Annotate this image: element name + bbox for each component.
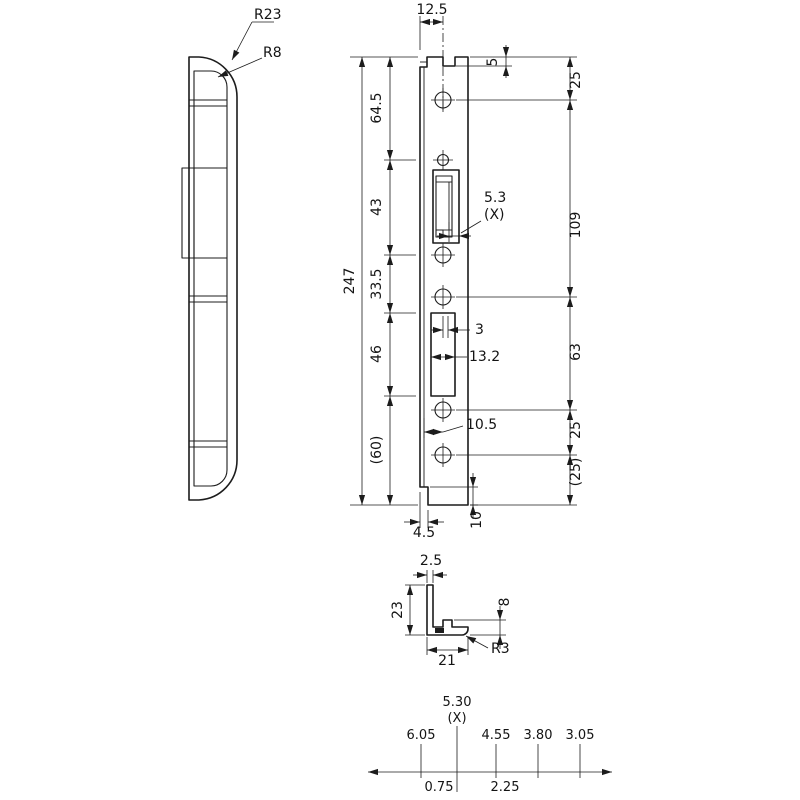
scale-tick-label: 3.05 [566,728,595,743]
scale-center-label: 5.30 [443,695,472,710]
section-thickness-label: 2.5 [420,553,442,569]
dim-label: (60) [369,436,385,465]
hole-offset-label: 10.5 [466,417,497,433]
r3-leader-arrow [465,635,489,649]
top-width-label: 12.5 [416,2,447,18]
side-latch-box [181,167,195,259]
adjust-ref-label: (X) [484,207,505,223]
dim-label: 43 [369,198,385,216]
section-height-label: 23 [390,601,406,619]
scale-tick-label: 6.05 [407,728,436,743]
dim-label: 33.5 [369,268,385,299]
section-radius-label: R3 [491,641,510,657]
latch-opening [432,169,460,244]
section-view: 2.5 23 8 21 R3 [390,553,513,669]
latch-insert [435,175,453,238]
bottom-step-width-dim: 4.5 [404,492,444,541]
hole-offset-dim: 10.5 [423,417,497,438]
dim-label: 25 [568,421,584,439]
scale-center-ref-label: (X) [447,711,466,726]
bolt-offset-dim: 3 [431,316,484,338]
section-weld-detail [435,628,444,633]
left-dimension-chain: 64.5 43 33.5 46 (60) 247 [342,56,418,506]
total-height-label: 247 [342,268,358,295]
section-lip-label: 8 [497,598,513,607]
r23-label: R23 [254,7,282,23]
side-profile-inner-contour [193,70,228,487]
r8-leader-arrow [217,57,263,78]
dim-label: 25 [568,71,584,89]
leader-line [442,425,464,433]
dim-label: (25) [568,458,584,487]
scale-span-label: 2.25 [491,780,520,795]
front-view: 12.5 5 64.5 43 33.5 46 (60) 247 [342,2,584,541]
scale-tick-label: 4.55 [482,728,511,743]
dim-label: 46 [369,345,385,363]
section-width-label: 21 [438,653,456,669]
screw-holes [431,88,455,467]
adjustment-scale: 5.30 (X) 6.05 4.55 3.80 3.05 0.75 2.25 [368,695,612,795]
bottom-step-height-dim: 10 [430,473,485,529]
dim-label: 109 [568,212,584,239]
r23-leader-arrow [231,21,253,61]
latch-opening-rect [432,169,460,244]
front-plate-outline [419,56,469,506]
scale-step-label: 0.75 [425,780,454,795]
section-outline [426,584,469,636]
dim-label: 63 [568,343,584,361]
leader-line [460,220,482,234]
adjust-gap-dim: 5.3 (X) [437,190,506,242]
bolt-width-dim: 13.2 [431,349,500,365]
side-profile-outline [188,56,238,501]
dim-label: 64.5 [369,92,385,123]
side-view: R23 R8 [181,7,282,501]
bottom-step-height-label: 10 [469,511,485,529]
scale-tick-label: 3.80 [524,728,553,743]
top-step-label: 5 [485,58,501,67]
adjust-gap-label: 5.3 [484,190,506,206]
bottom-step-width-label: 4.5 [413,525,435,541]
right-dimension-chain: 25 109 63 25 (25) [456,56,584,506]
bolt-width-label: 13.2 [469,349,500,365]
bolt-offset-label: 3 [475,322,484,338]
r8-label: R8 [263,45,282,61]
